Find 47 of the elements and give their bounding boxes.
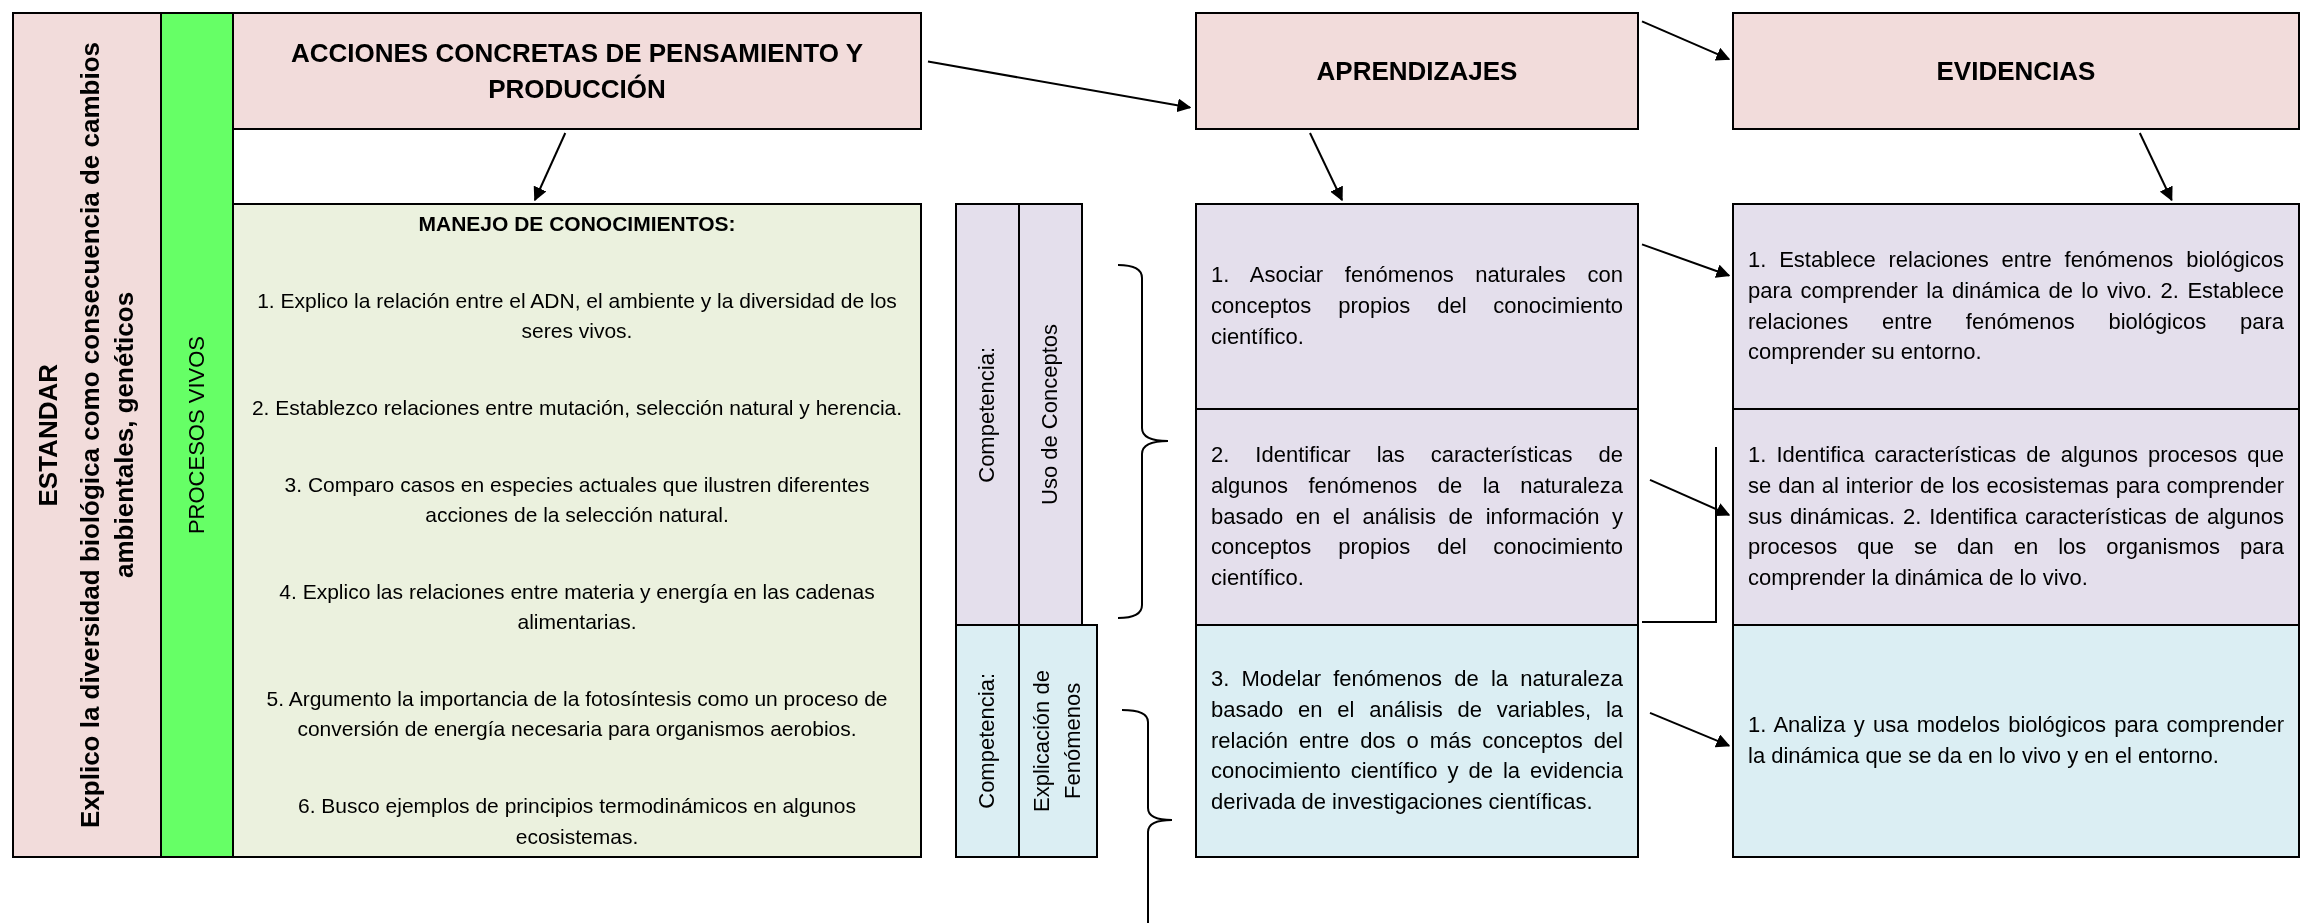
arrow — [1641, 243, 1731, 278]
header-box — [1732, 12, 2300, 130]
standard-text: Explico la diversidad biológica como consecuencia de cambios ambientales, genéticos — [74, 41, 140, 830]
arrow — [1309, 132, 1343, 202]
table-cell — [1195, 408, 1639, 626]
table-cell — [1195, 624, 1639, 858]
table-cell — [1732, 408, 2300, 626]
list-item: 1. Explico la relación entre el ADN, el ambiente y la diversidad de los seres vivos. — [256, 287, 898, 345]
table-cell — [1732, 203, 2300, 410]
competence-cell — [1018, 624, 1098, 858]
competence-cell — [955, 624, 1020, 858]
competence-cell — [955, 203, 1020, 626]
arrow — [927, 60, 1192, 113]
cell-text: 3. Modelar fenómenos de la naturaleza basado en el análisis de variables, la relación entre dos o más conceptos del conocimiento científico y de la evidencia derivada de investigaciones científicas. — [1211, 665, 1623, 817]
list-item: 3. Comparo casos en especies actuales que ilustren diferentes acciones de la selección natural. — [283, 471, 871, 529]
header-box — [1195, 12, 1639, 130]
cell-text: 1. Analiza y usa modelos biológicos para comprender la dinámica que se da en lo vivo y en el entorno. — [1748, 711, 2284, 770]
vertical-label: Competencia: — [973, 673, 1001, 809]
list-item: 5. Argumento la importancia de la fotosíntesis como un proceso de conversión de energía necesaria para organismos aerobios. — [265, 685, 889, 743]
heading: ESTANDAR — [32, 363, 65, 507]
header-text: ACCIONES CONCRETAS DE PENSAMIENTO Y PRODUCCIÓN — [289, 36, 865, 106]
header-box — [232, 12, 922, 130]
arrow — [533, 132, 567, 202]
vertical-label: Explicación de Fenómenos — [1028, 669, 1086, 814]
header-text: EVIDENCIAS — [1935, 54, 2097, 88]
vertical-label: Uso de Conceptos — [1036, 324, 1064, 505]
cell-text: 1. Identifica características de algunos procesos que se dan al interior de los ecosistemas para comprender sus dinámicas. 2. Identifica características de algunos procesos que se dan en los organismos para comprender la dinámica de lo vivo. — [1748, 441, 2284, 593]
content-box — [232, 203, 922, 858]
vertical-label: Competencia: — [973, 346, 1001, 483]
table-cell — [1732, 624, 2300, 858]
cell-text: 1. Establece relaciones entre fenómenos biológicos para comprender la dinámica de lo vivo. 2. Establece relaciones entre fenómenos biológicos para comprender su entorno. — [1748, 245, 2284, 367]
competence-cell — [1018, 203, 1083, 626]
arrow — [1649, 711, 1731, 748]
header-text: APRENDIZAJES — [1315, 54, 1519, 88]
table-cell — [1195, 203, 1639, 410]
process-column — [160, 12, 234, 858]
list-item: 4. Explico las relaciones entre materia y energía en las cadenas alimentarias. — [278, 578, 876, 636]
arrow — [1641, 20, 1731, 61]
list-item: 6. Busco ejemplos de principios termodinámicos en algunos ecosistemas. — [297, 793, 857, 850]
list-heading: MANEJO DE CONOCIMIENTOS: — [417, 211, 737, 237]
arrow — [2138, 132, 2173, 202]
standard-panel — [12, 12, 162, 858]
list-item: 2. Establezco relaciones entre mutación, selección natural y herencia. — [250, 394, 904, 421]
vertical-label: PROCESOS VIVOS — [182, 335, 210, 535]
arrow — [1649, 478, 1731, 517]
cell-text: 2. Identificar las características de algunos fenómenos de la naturaleza basado en el análisis de información y conceptos propios del conocimiento científico. — [1211, 441, 1623, 593]
cell-text: 1. Asociar fenómenos naturales con conceptos propios del conocimiento científico. — [1211, 261, 1623, 351]
